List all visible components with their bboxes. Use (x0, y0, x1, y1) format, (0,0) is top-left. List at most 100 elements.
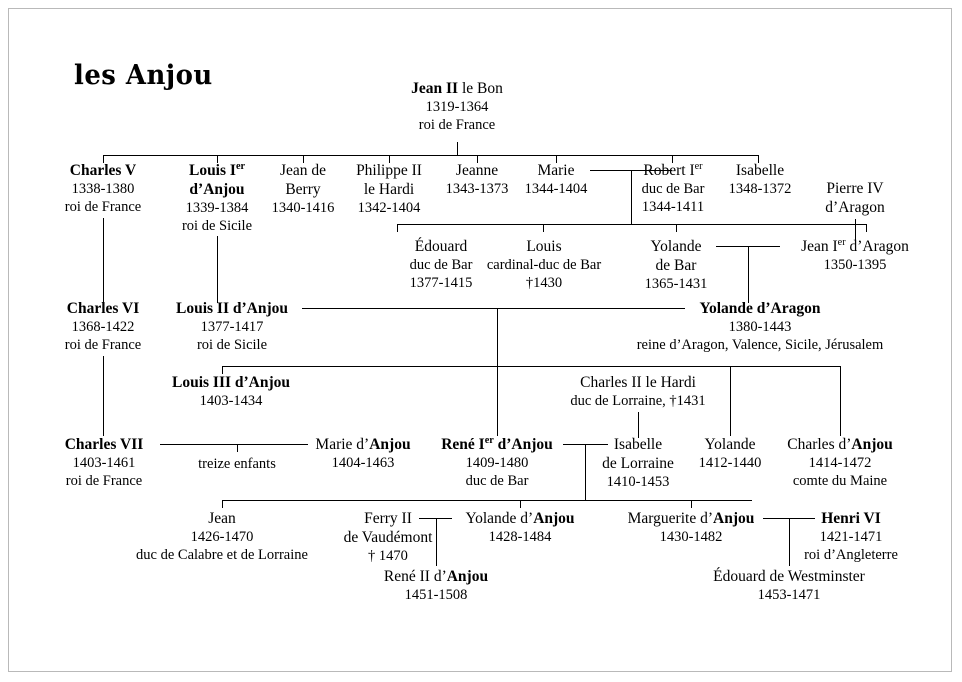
connector-bus-gen2 (103, 155, 758, 156)
person-jeanne: Jeanne 1343-1373 (446, 162, 509, 199)
person-name: Marie (537, 162, 575, 179)
connector-drop-aragon (748, 246, 749, 303)
person-name: René II d’Anjou (383, 568, 489, 585)
label-treize-enfants: treize enfants (198, 456, 276, 474)
person-dates: 1342-1404 (357, 199, 421, 216)
person-name: Pierre IV (826, 180, 884, 197)
person-ferry-ii-vaudemont: Ferry II de Vaudémont † 1470 (344, 510, 433, 566)
chart-title: les Anjou (74, 60, 213, 91)
person-name: Ferry II (364, 510, 412, 527)
person-dates: 1344-1404 (524, 180, 588, 197)
person-dates: 1377-1415 (409, 274, 473, 291)
person-title: roi de France (64, 198, 142, 215)
person-louis-cardinal-bar: Louis cardinal-duc de Bar †1430 (487, 238, 601, 292)
person-name: Louis Ier (188, 160, 246, 179)
person-dates: 1380-1443 (728, 318, 792, 335)
person-jean-ii: Jean II le Bon 1319-1364 roi de France (411, 80, 503, 134)
person-yolande-1428: Yolande d’Anjou 1428-1484 (465, 510, 574, 547)
person-name-cont: le Hardi (363, 180, 415, 198)
person-charles-vii: Charles VII 1403-1461 roi de France (65, 436, 144, 490)
person-name-cont: de Vaudémont (343, 528, 433, 546)
person-title: roi de France (418, 116, 496, 133)
connector-drop-charles-ii (638, 412, 639, 438)
connector-drop-marie-robert (631, 170, 632, 224)
connector-drop-louis-yolande (497, 308, 498, 366)
person-name: Charles d’Anjou (787, 436, 893, 453)
connector-tick-isabelle (758, 155, 759, 163)
person-title: roi de France (65, 472, 143, 489)
person-title: roi d’Angleterre (804, 546, 898, 563)
person-name: Charles V (69, 162, 137, 179)
person-name: Henri VI (821, 510, 881, 527)
connector-tick-louis-iii (222, 366, 223, 374)
person-title: duc de Bar (465, 472, 529, 489)
person-name-cont: d’Aragon (825, 198, 885, 216)
person-title: roi de Sicile (181, 217, 253, 234)
person-name-cont: Berry (285, 180, 321, 198)
connector-tick-jean-calabre (222, 500, 223, 508)
person-name: Charles VII (64, 436, 144, 453)
person-marie-anjou: Marie d’Anjou 1404-1463 (315, 436, 410, 473)
person-edouard-westminster: Édouard de Westminster 1453-1471 (713, 568, 865, 605)
connector-bus-gen7 (222, 500, 752, 501)
person-dates: 1348-1372 (728, 180, 792, 197)
connector-tick-jeanne (477, 155, 478, 163)
person-jean-i-aragon: Jean Ier d’Aragon 1350-1395 (801, 237, 909, 275)
person-dates: 1365-1431 (644, 275, 708, 292)
person-name: René Ier d’Anjou (441, 434, 553, 453)
person-dates: 1426-1470 (190, 528, 254, 545)
person-louis-ii-anjou: Louis II d’Anjou 1377-1417 roi de Sicile (176, 300, 288, 354)
person-name: Édouard (414, 238, 468, 255)
connector-tick-robert-i (672, 155, 673, 163)
connector-drop-marguerite-henri (789, 518, 790, 566)
connector-tick-edouard-bar (397, 224, 398, 232)
person-louis-iii-anjou: Louis III d’Anjou 1403-1434 (172, 374, 290, 411)
person-isabelle-lorraine: Isabelle de Lorraine 1410-1453 (602, 436, 674, 492)
person-name: Isabelle (613, 436, 663, 453)
person-dates: 1343-1373 (445, 180, 509, 197)
connector-tick-marie (556, 155, 557, 163)
person-name: Marie d’Anjou (315, 436, 411, 453)
person-dates: 1404-1463 (331, 454, 395, 471)
person-name-cont: d’Anjou (189, 180, 245, 198)
person-title: roi de France (64, 336, 142, 353)
person-title: cardinal-duc de Bar (486, 256, 602, 273)
person-name: Yolande d’Anjou (465, 510, 575, 527)
person-henri-vi: Henri VI 1421-1471 roi d’Angleterre (804, 510, 898, 564)
person-name: Louis III d’Anjou (171, 374, 291, 391)
person-dates: 1412-1440 (698, 454, 762, 471)
person-yolande-1412: Yolande 1412-1440 (699, 436, 762, 473)
person-charles-ii-lorraine: Charles II le Hardi duc de Lorraine, †14… (570, 374, 705, 411)
person-dates: 1451-1508 (404, 586, 468, 603)
person-jean-calabre: Jean 1426-1470 duc de Calabre et de Lorr… (136, 510, 308, 564)
person-dates: 1453-1471 (757, 586, 821, 603)
connector-marriage-louis-yolande (302, 308, 685, 309)
connector-drop-charles-v (103, 218, 104, 303)
connector-tick-louis-i (217, 155, 218, 163)
person-name: Jean (208, 510, 236, 527)
person-name: Yolande d’Aragon (699, 300, 821, 317)
person-pierre-iv-aragon: Pierre IV d’Aragon (825, 180, 884, 218)
person-dates: 1430-1482 (659, 528, 723, 545)
person-dates: 1350-1395 (823, 256, 887, 273)
person-charles-anjou: Charles d’Anjou 1414-1472 comte du Maine (787, 436, 893, 490)
person-dates: 1410-1453 (606, 473, 670, 490)
connector-tick-jean-berry (303, 155, 304, 163)
connector-tick-yolande-bar (676, 224, 677, 232)
person-rene-ii-anjou: René II d’Anjou 1451-1508 (384, 568, 488, 605)
person-dates: 1338-1380 (71, 180, 135, 197)
person-philippe-ii: Philippe II le Hardi 1342-1404 (356, 162, 422, 218)
connector-tick-philippe-ii (389, 155, 390, 163)
person-dates: 1409-1480 (465, 454, 529, 471)
person-name: Louis (526, 238, 562, 255)
person-dates: 1368-1422 (71, 318, 135, 335)
person-jean-de-berry: Jean de Berry 1340-1416 (272, 162, 335, 218)
person-marguerite-anjou: Marguerite d’Anjou 1430-1482 (628, 510, 755, 547)
connector-drop-jean-ii (457, 142, 458, 155)
person-dates: 1428-1484 (488, 528, 552, 545)
connector-bus-gen3-bar (397, 224, 867, 225)
person-dates: 1340-1416 (271, 199, 335, 216)
person-louis-i-anjou: Louis Ier d’Anjou 1339-1384 roi de Sicil… (181, 160, 253, 235)
connector-tick-charles-v (103, 155, 104, 163)
